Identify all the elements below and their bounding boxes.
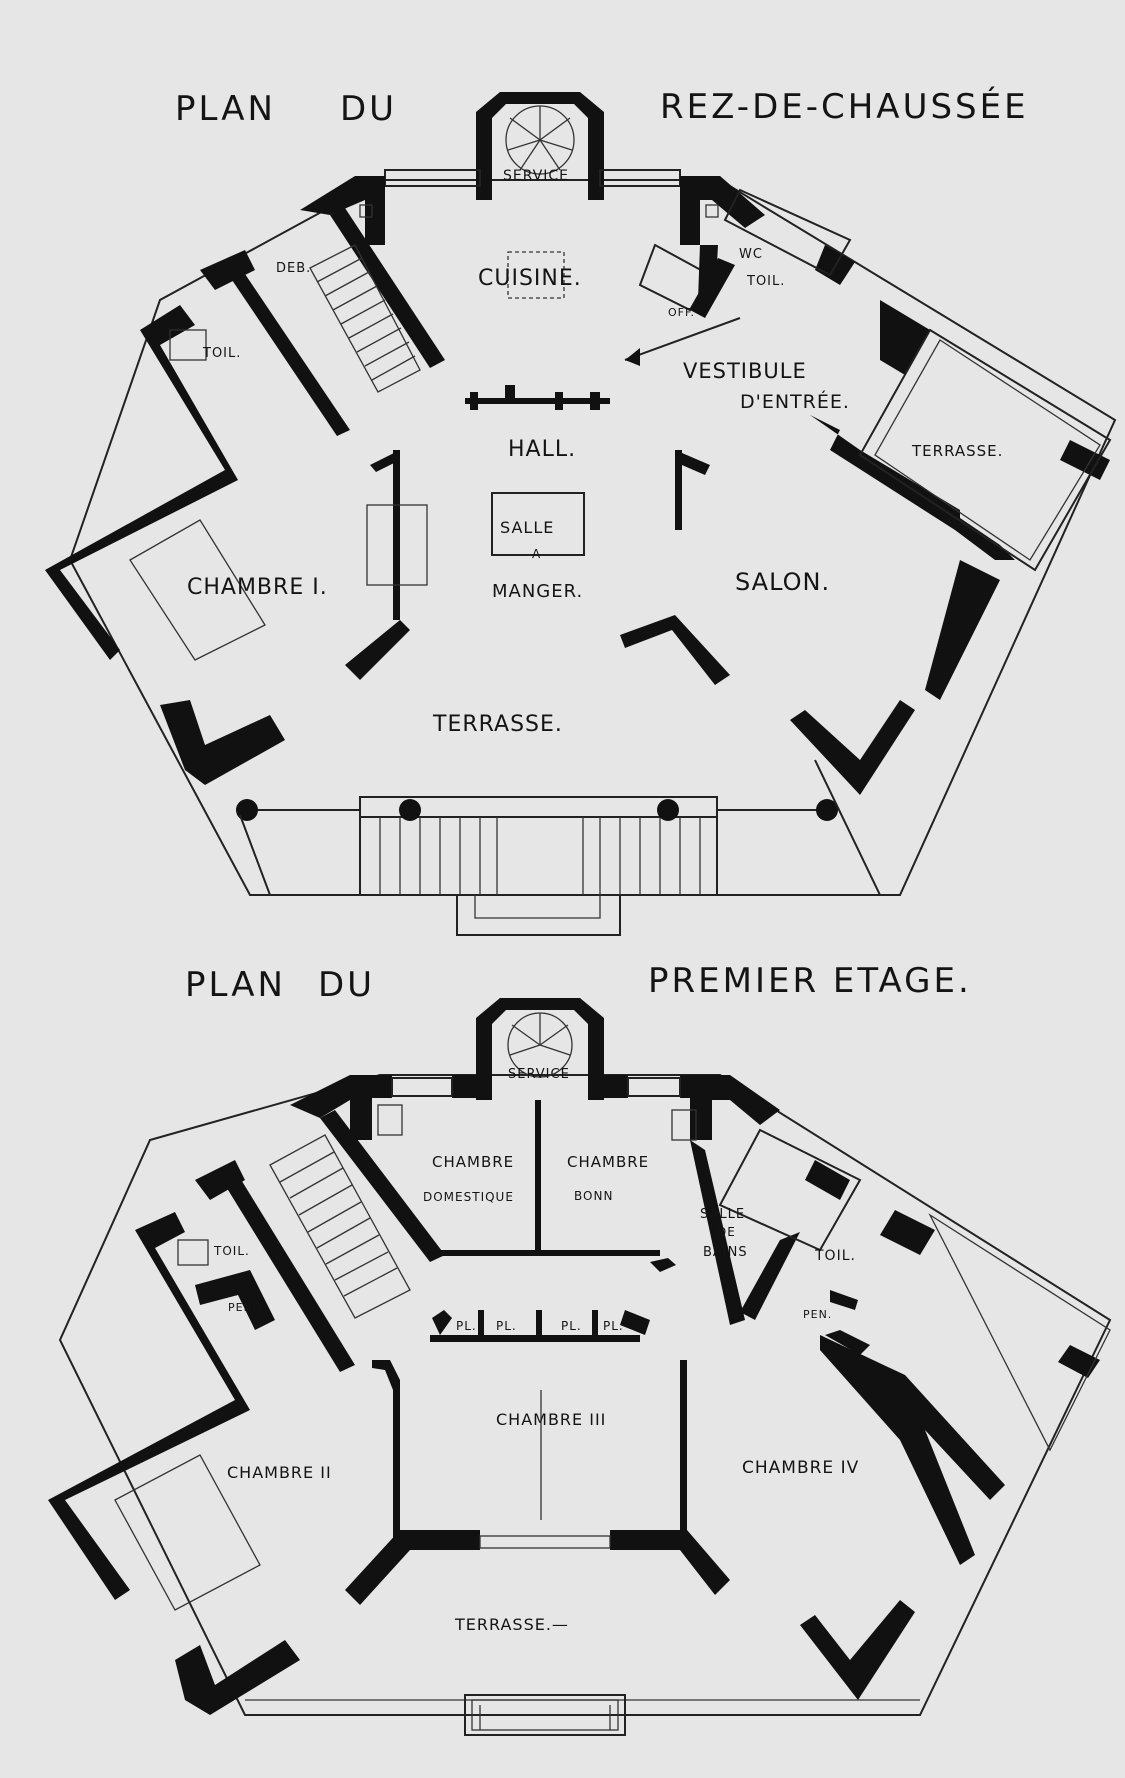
- ground-label-toil: TOIL.: [202, 346, 241, 361]
- first-label-chambre-bonne-2: BONN: [574, 1189, 613, 1203]
- ground-label-terrasse: TERRASSE.: [432, 712, 563, 737]
- first-label-chambre-3: CHAMBRE III: [496, 1410, 606, 1429]
- ground-title-du: DU: [340, 89, 397, 129]
- ground-service-stair-tower: [476, 92, 604, 200]
- first-closets: [430, 1310, 650, 1342]
- ground-stair: [309, 244, 421, 393]
- first-label-salle-de-bains-2: DE: [717, 1225, 736, 1239]
- ground-dining-table: [491, 492, 585, 556]
- ground-label-chambre-1: CHAMBRE I.: [187, 575, 328, 600]
- first-label-salle-de-bains-1: SALLE: [700, 1207, 745, 1222]
- first-label-terrasse: TERRASSE.—: [454, 1615, 569, 1634]
- first-stair: [269, 1134, 411, 1319]
- ground-label-wc: WC: [739, 247, 763, 262]
- first-service-stair-tower: [476, 998, 604, 1100]
- first-title-plan: PLAN: [185, 965, 286, 1005]
- ground-label-vestibule-1: VESTIBULE: [683, 359, 807, 383]
- first-label-service: SERVICE: [508, 1067, 570, 1082]
- first-label-chambre-domestique-1: CHAMBRE: [432, 1153, 514, 1171]
- first-label-chambre-2: CHAMBRE II: [227, 1463, 332, 1482]
- ground-label-salle-1: SALLE: [500, 518, 554, 537]
- ground-label-wc-toil: TOIL.: [746, 274, 785, 289]
- ground-label-vestibule-2: D'ENTRÉE.: [740, 390, 850, 413]
- first-label-toil-right: TOIL.: [814, 1248, 856, 1264]
- ground-room-labels: SERVICE CUISINE. DEB. TOIL. WC TOIL. OFF…: [187, 168, 1003, 737]
- first-room-labels: SERVICE CHAMBRE DOMESTIQUE CHAMBRE BONN …: [213, 1067, 859, 1634]
- first-label-chambre-domestique-2: DOMESTIQUE: [423, 1190, 514, 1204]
- first-label-salle-de-bains-3: BAINS: [703, 1245, 748, 1260]
- first-label-pl-3: PL.: [561, 1319, 582, 1333]
- ground-hall-walls: [345, 385, 730, 685]
- ground-label-deb: DEB.: [276, 261, 311, 276]
- first-floor-plan: SERVICE CHAMBRE DOMESTIQUE CHAMBRE BONN …: [48, 998, 1112, 1736]
- first-label-pend: PEND.: [228, 1301, 267, 1314]
- first-title-du: DU: [318, 965, 375, 1005]
- ground-floor-plan: SERVICE CUISINE. DEB. TOIL. WC TOIL. OFF…: [45, 92, 1117, 936]
- ground-label-terrasse-side: TERRASSE.: [911, 442, 1003, 460]
- first-label-chambre-bonne-1: CHAMBRE: [567, 1153, 649, 1171]
- first-front-terrace: [464, 1694, 626, 1736]
- first-label-pl-2: PL.: [496, 1319, 517, 1333]
- first-label-pl-1: PL.: [456, 1319, 477, 1333]
- ground-label-hall: HALL.: [508, 437, 576, 462]
- ground-title-level: REZ-DE-CHAUSSÉE: [660, 86, 1029, 127]
- ground-title-plan: PLAN: [175, 89, 276, 129]
- ground-label-service: SERVICE: [503, 168, 569, 184]
- first-label-pen: PEN.: [803, 1308, 832, 1321]
- ground-label-off: OFF.: [668, 306, 695, 319]
- first-label-chambre-4: CHAMBRE IV: [742, 1458, 859, 1478]
- ground-label-salle-3: MANGER.: [492, 581, 583, 602]
- ground-label-cuisine: CUISINE.: [478, 266, 582, 291]
- first-title-level: PREMIER ETAGE.: [648, 961, 972, 1001]
- ground-label-salle-2: A: [532, 547, 541, 561]
- first-label-toil-left: TOIL.: [213, 1244, 250, 1258]
- ground-label-salon: SALON.: [735, 568, 830, 596]
- first-label-pl-4: PL.: [603, 1319, 624, 1333]
- ground-front-terrace: [236, 759, 900, 936]
